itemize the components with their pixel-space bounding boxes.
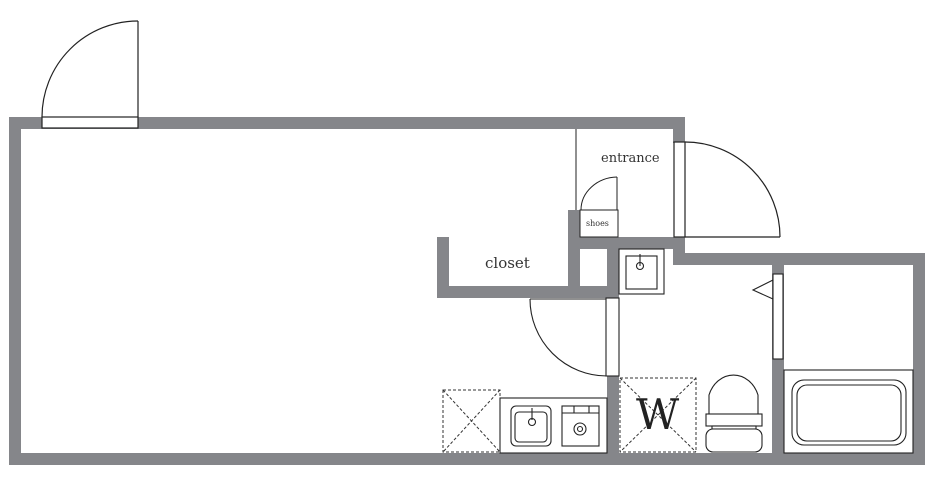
balcony-door[interactable]	[41, 20, 139, 129]
shoe-cabinet[interactable]	[579, 176, 619, 238]
kitchen-door[interactable]	[529, 297, 620, 377]
shoes-label: shoes	[586, 219, 609, 228]
entrance-door[interactable]	[673, 141, 781, 238]
refrigerator-space	[442, 389, 501, 453]
kitchen-counter[interactable]	[499, 397, 608, 454]
wash-basin[interactable]	[618, 248, 665, 295]
closet-label: closet	[485, 254, 530, 272]
sliding-door[interactable]	[751, 273, 784, 360]
entrance-label: entrance	[601, 151, 660, 166]
bathtub[interactable]	[783, 369, 914, 454]
closet-interior	[449, 237, 568, 286]
washer-label: W	[636, 390, 680, 439]
washing-machine-space	[619, 377, 697, 453]
toilet[interactable]	[705, 374, 763, 453]
